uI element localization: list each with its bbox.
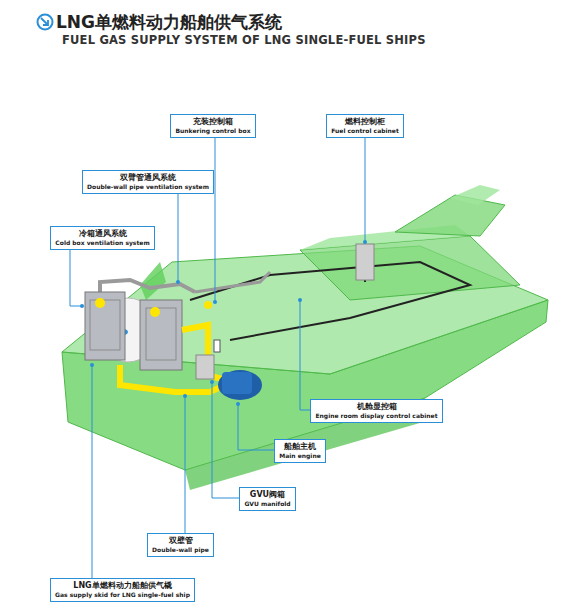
page-title: LNG单燃料动力船舶供气系统 bbox=[56, 11, 282, 34]
callout-box: 双臂管通风系统Double-wall pipe ventilation syst… bbox=[82, 170, 214, 194]
subtitle: FUEL GAS SUPPLY SYSTEM OF LNG SINGLE-FUE… bbox=[62, 33, 426, 47]
title-icon-arrow bbox=[41, 18, 48, 25]
main-engine bbox=[218, 370, 262, 400]
cold-box bbox=[85, 292, 125, 360]
callout-box: 充装控制箱Bunkering control box bbox=[170, 114, 256, 138]
callout-box: 双壁管Double-wall pipe bbox=[147, 533, 214, 557]
callout-subtitle: Double-wall pipe ventilation system bbox=[87, 183, 209, 191]
callout-subtitle: Bunkering control box bbox=[175, 127, 251, 135]
callout-subtitle: GVU manifold bbox=[244, 500, 291, 508]
callout-box: GVU阀箱GVU manifold bbox=[239, 487, 296, 511]
cold-box bbox=[140, 300, 182, 370]
deck-pipe bbox=[190, 262, 470, 340]
fuel-cabinet bbox=[356, 244, 374, 280]
vent-pipe bbox=[100, 280, 195, 292]
valve bbox=[150, 307, 160, 317]
callout-box: 船舶主机Main engine bbox=[274, 439, 326, 463]
callout-subtitle: Fuel control cabinet bbox=[331, 127, 399, 135]
callout-title: 船舶主机 bbox=[279, 442, 321, 452]
callout-box: 冷箱通风系统Cold box ventilation system bbox=[50, 226, 155, 250]
double-wall-pipe bbox=[182, 325, 225, 380]
display-box bbox=[214, 340, 220, 352]
gvu-box bbox=[196, 355, 214, 379]
title-icon bbox=[38, 15, 53, 30]
mast bbox=[450, 185, 500, 205]
stern-flag bbox=[140, 262, 166, 300]
callout-subtitle: Double-wall pipe bbox=[152, 546, 209, 554]
callout-subtitle: Engine room display control cabinet bbox=[315, 412, 438, 420]
callout-title: GVU阀箱 bbox=[244, 490, 291, 500]
wheelhouse bbox=[395, 195, 505, 236]
main-engine-block bbox=[222, 372, 252, 394]
callout-title: 双臂管通风系统 bbox=[87, 173, 209, 183]
callout-title: 充装控制箱 bbox=[175, 117, 251, 127]
valve bbox=[95, 298, 105, 308]
cold-box-panel bbox=[146, 308, 176, 360]
leader-lines bbox=[70, 136, 365, 579]
vent-pipe bbox=[195, 272, 270, 292]
callout-box: LNG单燃料动力船舶供气橇Gas supply skid for LNG sin… bbox=[50, 578, 195, 602]
callout-subtitle: Cold box ventilation system bbox=[55, 239, 150, 247]
callout-box: 燃料控制柜Fuel control cabinet bbox=[326, 114, 404, 138]
callout-title: 冷箱通风系统 bbox=[55, 229, 150, 239]
callout-box: 机舱显控箱Engine room display control cabinet bbox=[310, 399, 443, 423]
callout-title: 燃料控制柜 bbox=[331, 117, 399, 127]
callout-title: 机舱显控箱 bbox=[315, 402, 438, 412]
callout-title: 双壁管 bbox=[152, 536, 209, 546]
callout-title: LNG单燃料动力船舶供气橇 bbox=[55, 581, 190, 591]
valve bbox=[204, 301, 212, 309]
leader-dots bbox=[80, 240, 367, 406]
cold-box-panel bbox=[90, 300, 120, 350]
callout-subtitle: Main engine bbox=[279, 452, 321, 460]
callout-subtitle: Gas supply skid for LNG single-fuel ship bbox=[55, 591, 190, 599]
